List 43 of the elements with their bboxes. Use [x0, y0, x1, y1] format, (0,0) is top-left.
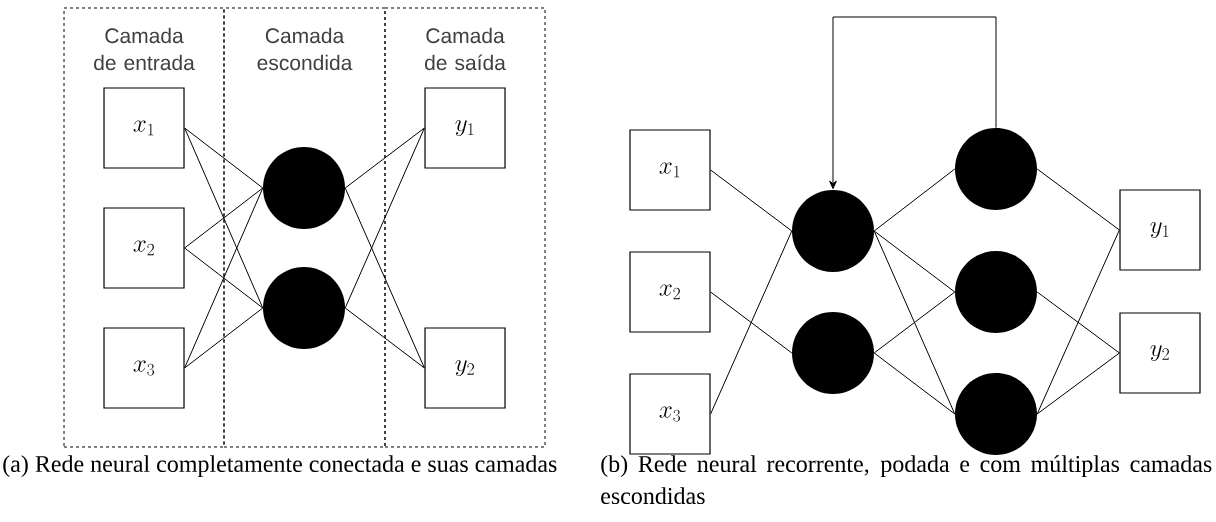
- neuron-circle: [792, 190, 874, 272]
- connection-line: [1036, 168, 1120, 231]
- neuron-box: $x_1$: [629, 129, 711, 211]
- connection-line: [344, 127, 425, 309]
- neuron-box: $x_3$: [103, 327, 185, 409]
- connection-line: [344, 127, 425, 189]
- neuron-box: $y_1$: [1119, 189, 1201, 271]
- connection-line: [873, 230, 956, 415]
- layer-band: Camada escondida: [223, 7, 386, 448]
- neuron-circle: [263, 267, 345, 349]
- neuron-circle: [955, 128, 1037, 210]
- figure-caption: (a) Rede neural completamente conectada e suas camadas: [3, 455, 557, 477]
- figure-caption: (b) Rede neural recorrente, podada e com múltiplas camadas escondidas: [601, 455, 1212, 505]
- neuron-circle: [792, 312, 874, 394]
- connection-line: [873, 230, 956, 293]
- neuron-box: $x_1$: [103, 87, 185, 169]
- connection-line: [184, 307, 264, 369]
- neuron-box: $x_2$: [629, 251, 711, 333]
- neuron-circle: [955, 373, 1037, 455]
- connection-line: [184, 127, 264, 309]
- connection-line: [344, 187, 425, 369]
- connection-line: [710, 169, 793, 232]
- connection-line: [873, 352, 956, 415]
- connection-line: [1036, 229, 1120, 415]
- connection-line: [184, 187, 264, 369]
- connection-line: [1036, 352, 1120, 415]
- connection-line: [1036, 291, 1120, 354]
- connection-line: [710, 291, 793, 354]
- connection-line: [184, 247, 264, 309]
- connection-line: [873, 291, 956, 354]
- neuron-box: $x_3$: [629, 373, 711, 455]
- neuron-box: $y_1$: [424, 87, 506, 169]
- neuron-box: $y_2$: [1119, 312, 1201, 394]
- neuron-circle: [955, 251, 1037, 333]
- connection-line: [344, 307, 425, 369]
- neuron-box: $y_2$: [424, 327, 506, 409]
- connection-line: [184, 127, 264, 189]
- connection-line: [829, 16, 997, 190]
- connection-line: [184, 187, 264, 249]
- connection-line: [710, 230, 793, 415]
- neuron-circle: [263, 147, 345, 229]
- neuron-box: $x_2$: [103, 207, 185, 289]
- connection-line: [873, 168, 956, 232]
